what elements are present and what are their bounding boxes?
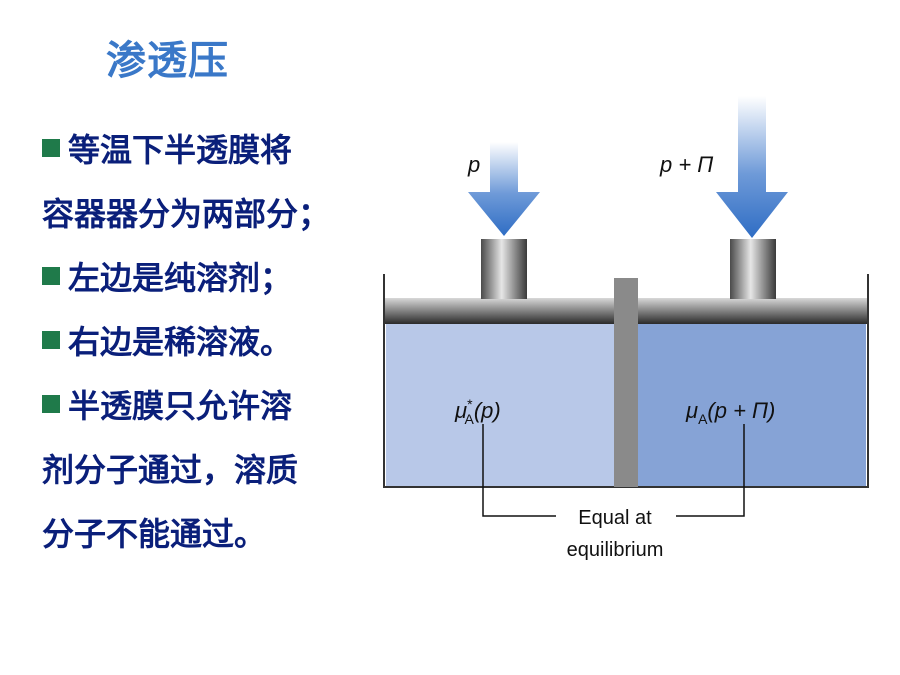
bullet-line: 剂分子通过，溶质 bbox=[42, 438, 382, 502]
slide-title: 渗透压 bbox=[106, 38, 229, 84]
bullet-text: 容器器分为两部分； bbox=[42, 195, 331, 233]
bullet-square-icon bbox=[42, 331, 60, 349]
bullet-line: 容器器分为两部分； bbox=[42, 182, 382, 246]
right-pressure-label: p + Π bbox=[659, 152, 713, 177]
bullet-square-icon bbox=[42, 267, 60, 285]
left-piston-plate bbox=[385, 298, 614, 324]
equal-connector-right bbox=[676, 424, 745, 517]
bullet-line: 右边是稀溶液。 bbox=[42, 310, 382, 374]
equal-label-line2: equilibrium bbox=[567, 539, 664, 561]
bullet-square-icon bbox=[42, 395, 60, 413]
semipermeable-membrane bbox=[614, 278, 638, 487]
bullet-line: 左边是纯溶剂； bbox=[42, 246, 382, 310]
left-chemical-potential-label: μ*A(p) bbox=[454, 396, 501, 427]
bullet-text: 左边是纯溶剂； bbox=[68, 259, 293, 297]
bullet-line: 等温下半透膜将 bbox=[42, 118, 382, 182]
bullet-text: 半透膜只允许溶 bbox=[68, 387, 293, 425]
right-piston-rod bbox=[730, 239, 776, 299]
bullet-line: 半透膜只允许溶 bbox=[42, 374, 382, 438]
right-chemical-potential-label: μA(p + Π) bbox=[685, 398, 775, 427]
bullet-list: 等温下半透膜将 容器器分为两部分； 左边是纯溶剂； 右边是稀溶液。 半透膜只允许… bbox=[42, 118, 382, 566]
solution-region bbox=[638, 324, 866, 486]
right-piston-plate bbox=[638, 298, 867, 324]
bullet-text: 剂分子通过，溶质 bbox=[42, 451, 299, 489]
left-pressure-label: p bbox=[467, 152, 480, 177]
bullet-text: 右边是稀溶液。 bbox=[68, 323, 293, 361]
bullet-square-icon bbox=[42, 139, 60, 157]
left-piston-rod bbox=[481, 239, 527, 299]
equal-label-line1: Equal at bbox=[578, 507, 652, 529]
bullet-line: 分子不能通过。 bbox=[42, 502, 382, 566]
equal-connector-left bbox=[482, 424, 556, 517]
pure-solvent-region bbox=[386, 324, 614, 486]
bullet-text: 等温下半透膜将 bbox=[68, 131, 293, 169]
right-pressure-arrow-icon bbox=[716, 96, 788, 238]
bullet-text: 分子不能通过。 bbox=[42, 515, 267, 553]
left-pressure-arrow-icon bbox=[468, 142, 540, 236]
